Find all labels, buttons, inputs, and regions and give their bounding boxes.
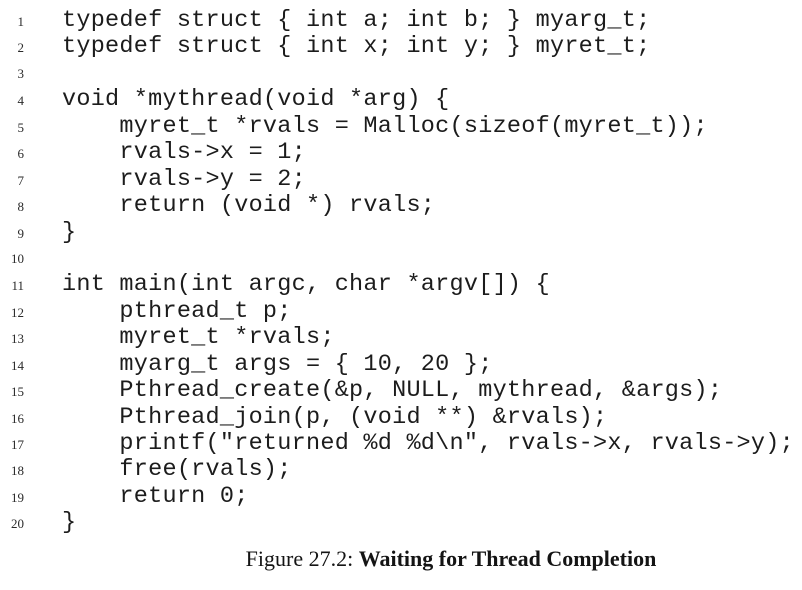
line-number: 4: [17, 93, 25, 109]
code-text: return 0;: [62, 482, 249, 510]
code-line: 2 typedef struct { int x; int y; } myret_…: [0, 33, 802, 61]
line-number: 13: [11, 331, 24, 347]
code-text: free(rvals);: [62, 456, 292, 484]
line-number: 14: [11, 357, 24, 373]
figure-caption-label: Figure 27.2:: [245, 546, 359, 571]
line-number: 1: [17, 14, 25, 29]
code-text: void *mythread(void *arg) {: [62, 86, 450, 114]
line-number: 9: [17, 225, 25, 241]
code-line: 5 myret_t *rvals = Malloc(sizeof(myret_t…: [0, 112, 802, 140]
line-number: 18: [11, 463, 24, 479]
line-number: 3: [17, 65, 25, 81]
line-number: 8: [17, 199, 25, 215]
code-text: int main(int argc, char *argv[]) {: [62, 271, 550, 299]
code-text: }: [62, 218, 77, 246]
code-line: 6 rvals->x = 1;: [0, 139, 802, 167]
code-text: Pthread_create(&p, NULL, mythread, &args…: [62, 377, 723, 405]
code-text: return (void *) rvals;: [62, 192, 436, 220]
code-text: typedef struct { int x; int y; } myret_t…: [62, 33, 651, 61]
code-line: 7 rvals->y = 2;: [0, 165, 802, 193]
figure-caption-title: Waiting for Thread Completion: [358, 546, 657, 571]
line-number: 12: [11, 304, 24, 320]
code-line: 8 return (void *) rvals;: [0, 192, 802, 220]
code-line: 13 myret_t *rvals;: [0, 324, 802, 352]
line-number: 2: [17, 40, 25, 56]
code-line: 15 Pthread_create(&p, NULL, mythread, &a…: [0, 377, 802, 405]
code-line: 3: [0, 61, 802, 87]
line-number: 16: [11, 410, 24, 426]
line-number: 15: [11, 384, 24, 400]
code-listing: 1 typedef struct { int a; int b; } myarg_…: [0, 7, 802, 537]
code-line: 20}: [0, 509, 802, 537]
code-text: rvals->y = 2;: [62, 165, 306, 193]
code-line: 1 typedef struct { int a; int b; } myarg_…: [0, 7, 802, 34]
code-line: 17 printf("returned %d %d\n", rvals->x, …: [0, 430, 802, 457]
code-line: 11 int main(int argc, char *argv[]) {: [0, 271, 802, 299]
figure-caption: Figure 27.2: Waiting for Thread Completi…: [0, 546, 802, 572]
code-text: printf("returned %d %d\n", rvals->x, rva…: [62, 430, 794, 457]
code-line: 9}: [0, 218, 802, 246]
code-text: typedef struct { int a; int b; } myarg_t…: [62, 7, 651, 34]
line-number: 10: [11, 250, 24, 266]
code-text: }: [62, 509, 77, 537]
code-line: 12 pthread_t p;: [0, 297, 802, 325]
line-number: 19: [11, 489, 24, 505]
code-text: Pthread_join(p, (void **) &rvals);: [62, 403, 608, 431]
code-text: myarg_t args = { 10, 20 };: [62, 350, 493, 378]
line-number: 11: [11, 278, 24, 294]
code-text: rvals->x = 1;: [62, 139, 306, 167]
code-line: 10: [0, 246, 802, 272]
line-number: 7: [17, 172, 25, 188]
line-number: 20: [11, 516, 24, 532]
code-line: 19 return 0;: [0, 482, 802, 510]
code-text: myret_t *rvals;: [62, 324, 335, 352]
code-text: myret_t *rvals = Malloc(sizeof(myret_t))…: [62, 112, 708, 140]
line-number: 6: [17, 146, 25, 162]
line-number: 5: [17, 119, 25, 135]
code-text: pthread_t p;: [62, 297, 292, 325]
code-line: 4 void *mythread(void *arg) {: [0, 86, 802, 114]
line-number: 17: [11, 437, 24, 452]
code-line: 16 Pthread_join(p, (void **) &rvals);: [0, 403, 802, 431]
code-line: 14 myarg_t args = { 10, 20 };: [0, 350, 802, 378]
code-line: 18 free(rvals);: [0, 456, 802, 484]
